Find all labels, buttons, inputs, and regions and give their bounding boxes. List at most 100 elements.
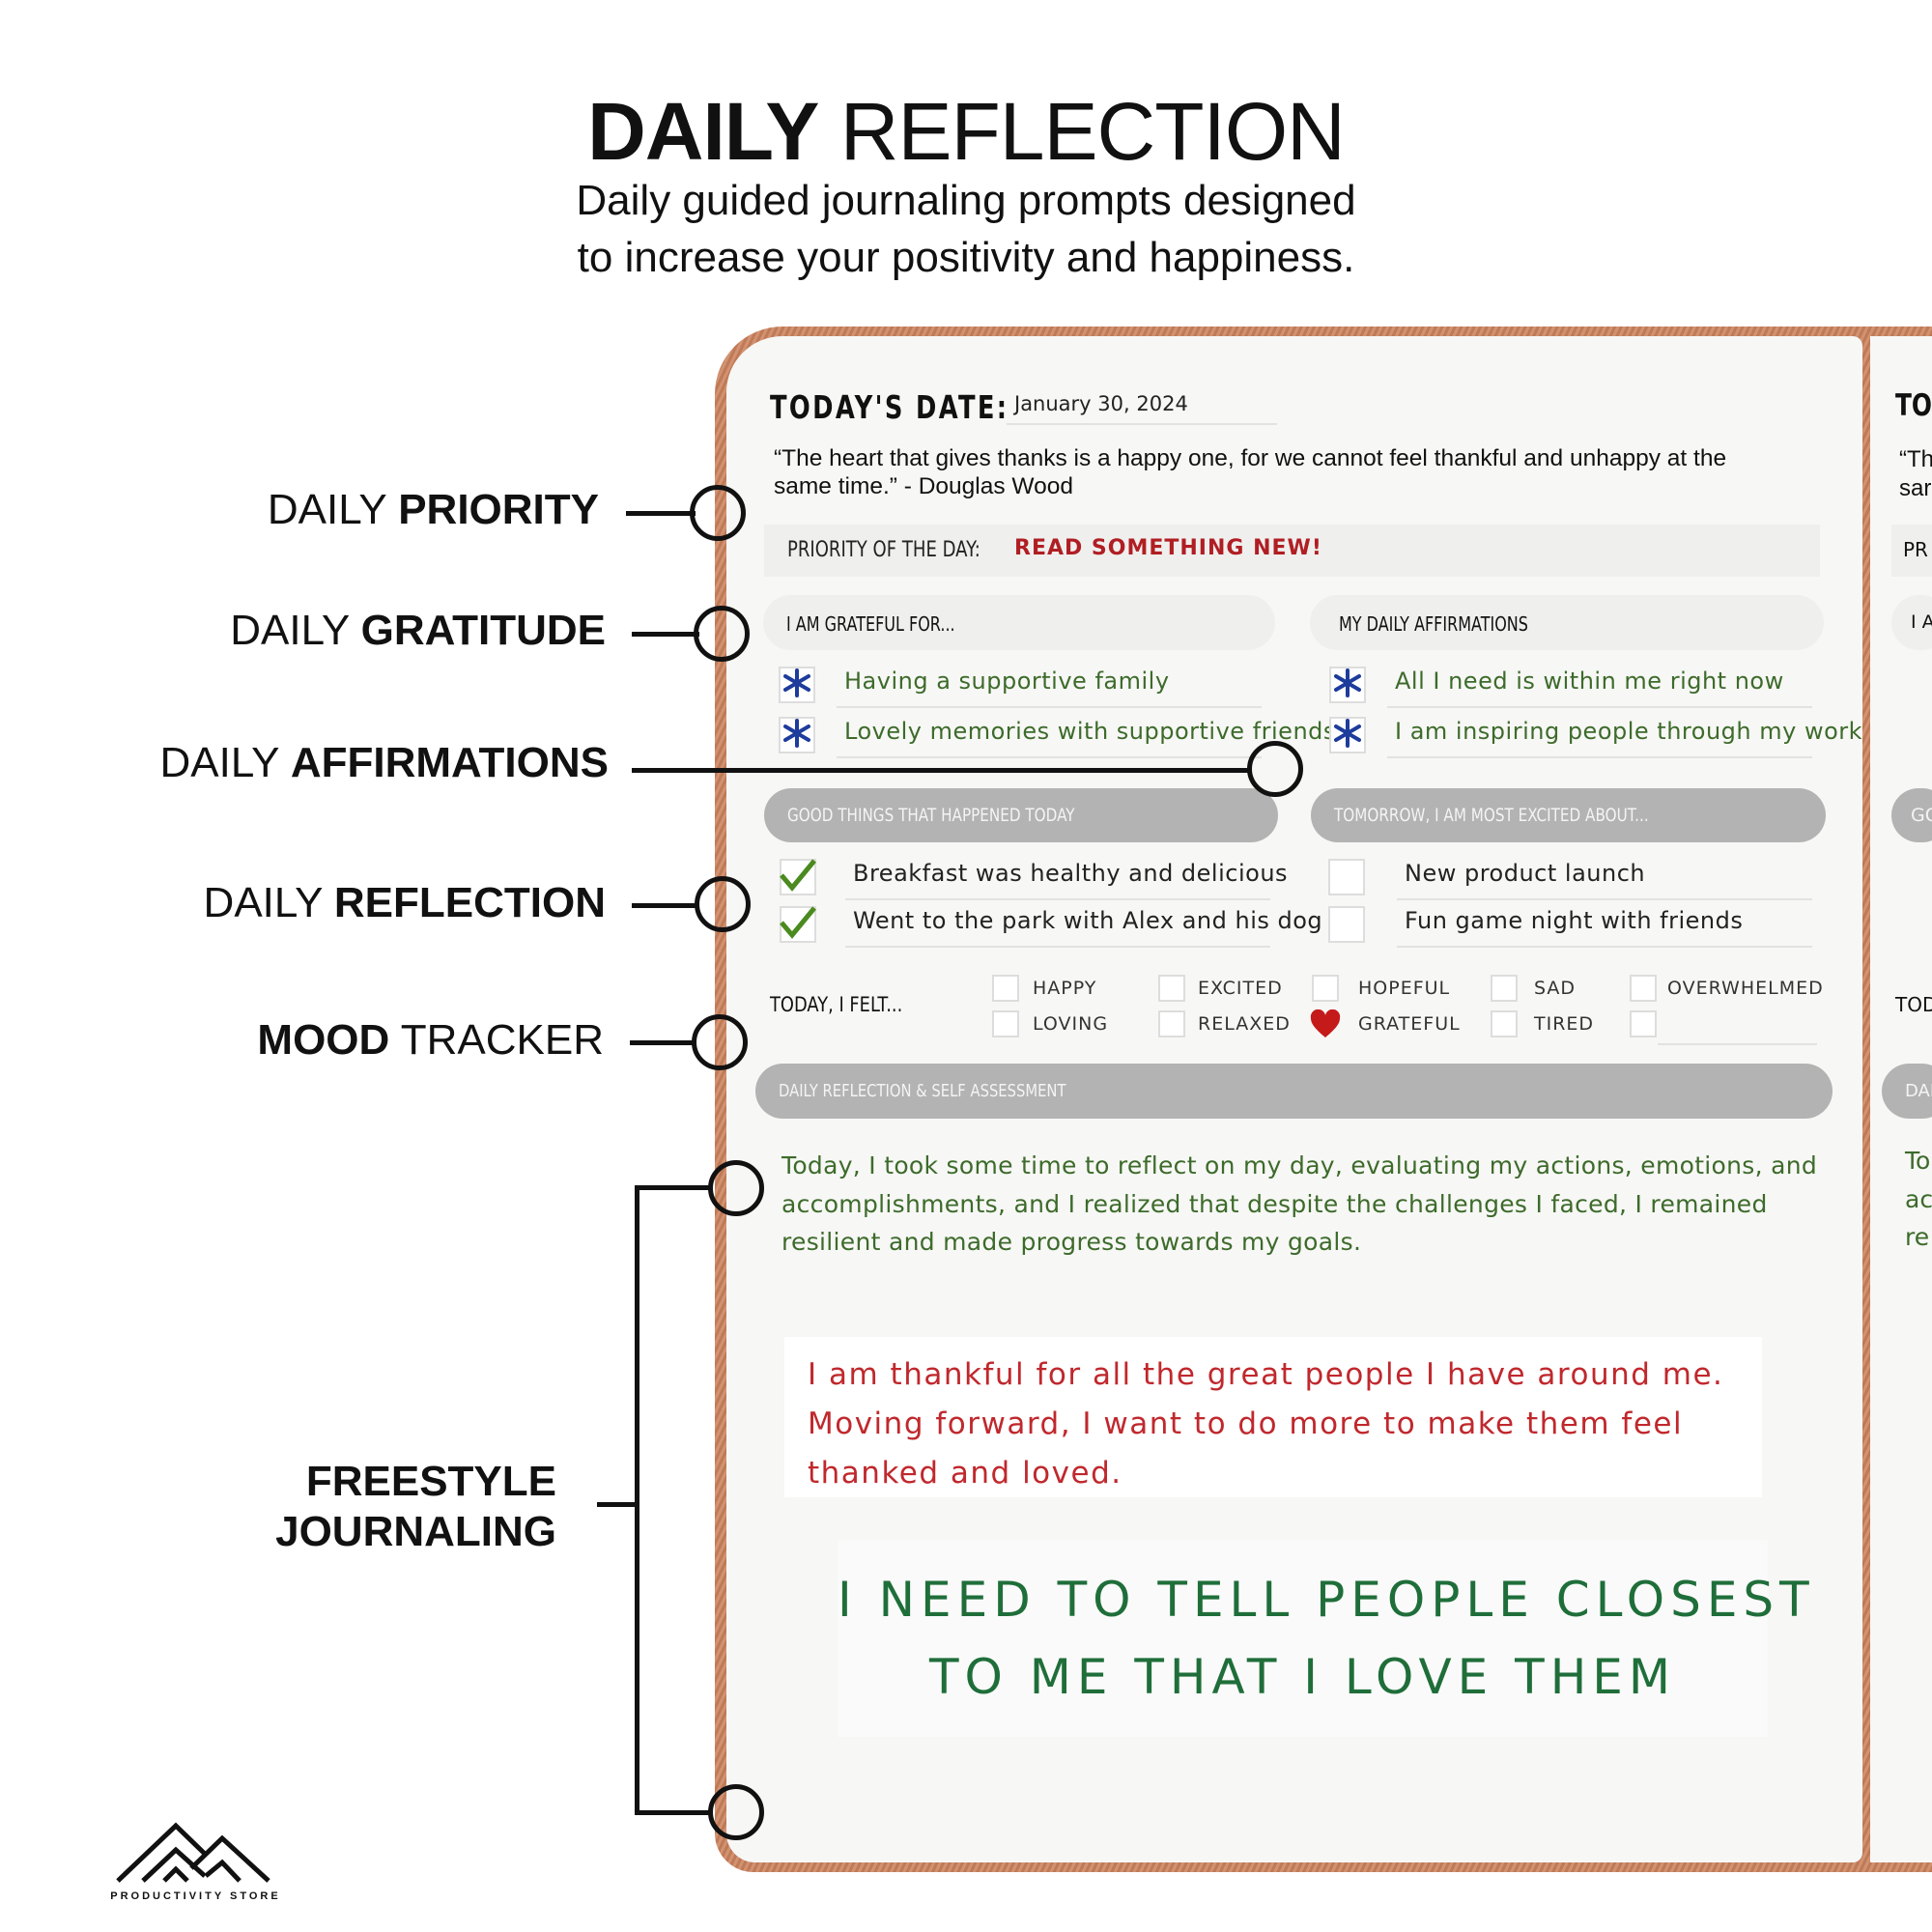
callout-line — [630, 1040, 696, 1045]
next-p2: ac — [1905, 1185, 1932, 1213]
reflection-line: resilient and made progress towards my g… — [781, 1228, 1362, 1256]
date-underline — [1007, 423, 1277, 425]
mood-checkbox[interactable] — [1491, 975, 1518, 1002]
mood-checkbox[interactable] — [1630, 1010, 1657, 1037]
next-grateful: I A — [1911, 611, 1932, 633]
callout-circle — [692, 1014, 748, 1070]
callout-daily-priority: DAILY PRIORITY — [267, 486, 599, 533]
mood-blank-line — [1658, 1043, 1817, 1045]
title-bold: DAILY — [587, 86, 819, 177]
callout-circle — [690, 485, 746, 541]
item-underline — [1397, 898, 1812, 900]
mood-checkbox[interactable] — [992, 1010, 1019, 1037]
callout-line — [632, 903, 699, 908]
callout-circle — [708, 1160, 764, 1216]
heart-icon[interactable] — [1310, 1009, 1341, 1038]
free-green-line: I NEED TO TELL PEOPLE CLOSEST — [838, 1572, 1815, 1628]
mood-option: HOPEFUL — [1358, 978, 1451, 999]
next-date-label: TO — [1895, 388, 1932, 423]
list-item-text[interactable]: New product launch — [1405, 860, 1646, 887]
check-icon — [779, 905, 817, 945]
affirm-header-label: MY DAILY AFFIRMATIONS — [1339, 612, 1528, 636]
mood-checkbox[interactable] — [1630, 975, 1657, 1002]
item-checkbox[interactable] — [779, 717, 815, 753]
reflection-line: accomplishments, and I realized that des… — [781, 1189, 1768, 1218]
next-priority-bar: PR — [1891, 525, 1932, 577]
list-item-text[interactable]: Breakfast was healthy and delicious — [853, 860, 1289, 887]
reflection-header: DAILY REFLECTION & SELF ASSESSMENT — [755, 1064, 1833, 1119]
tomorrow-header: TOMORROW, I AM MOST EXCITED ABOUT... — [1311, 788, 1826, 842]
item-checkbox[interactable] — [779, 905, 817, 945]
mood-option: RELAXED — [1198, 1013, 1291, 1035]
priority-label: PRIORITY OF THE DAY: — [787, 538, 980, 562]
next-p3: re — [1905, 1223, 1930, 1251]
priority-bar: PRIORITY OF THE DAY: READ SOMETHING NEW! — [764, 525, 1820, 577]
empty-checkbox[interactable] — [1328, 859, 1365, 895]
item-checkbox[interactable] — [779, 667, 815, 703]
item-underline — [1387, 756, 1812, 758]
reflection-header-label: DAILY REFLECTION & SELF ASSESSMENT — [779, 1081, 1066, 1101]
free-red-line: thanked and loved. — [808, 1456, 1122, 1491]
mood-option: EXCITED — [1198, 978, 1283, 999]
bracket-bottom — [635, 1810, 710, 1815]
item-underline — [1387, 706, 1812, 708]
callout-daily-gratitude: DAILY GRATITUDE — [230, 607, 606, 654]
affirm-header: MY DAILY AFFIRMATIONS — [1310, 595, 1824, 650]
mood-option: GRATEFUL — [1358, 1013, 1461, 1035]
asterisk-icon — [782, 718, 811, 753]
mood-option: TIRED — [1534, 1013, 1595, 1035]
asterisk-icon — [1333, 668, 1362, 702]
item-underline — [837, 756, 1262, 758]
grateful-header: I AM GRATEFUL FOR... — [763, 595, 1275, 650]
next-reflect: DAI — [1905, 1081, 1932, 1101]
quote-line1: “The heart that gives thanks is a happy … — [774, 445, 1727, 471]
list-item-text[interactable]: Lovely memories with supportive friends — [844, 718, 1336, 745]
callout-line — [632, 768, 1250, 773]
title-rest: REFLECTION — [839, 86, 1346, 177]
list-item-text[interactable]: All I need is within me right now — [1395, 668, 1784, 695]
callout-daily-reflection: DAILY REFLECTION — [203, 879, 606, 926]
mood-checkbox[interactable] — [1158, 975, 1185, 1002]
subtitle-line1: Daily guided journaling prompts designed — [576, 177, 1356, 224]
mood-option: SAD — [1534, 978, 1577, 999]
mood-checkbox[interactable] — [992, 975, 1019, 1002]
item-checkbox[interactable] — [1329, 717, 1366, 753]
empty-checkbox[interactable] — [1328, 906, 1365, 943]
tomorrow-header-label: TOMORROW, I AM MOST EXCITED ABOUT... — [1334, 805, 1649, 826]
next-mood: TOD — [1895, 993, 1932, 1016]
next-priority: PR — [1903, 538, 1928, 561]
date-label: TODAY'S DATE: — [770, 388, 1009, 426]
item-underline — [837, 706, 1262, 708]
free-red-line: Moving forward, I want to do more to mak… — [808, 1406, 1684, 1441]
good-header: GOOD THINGS THAT HAPPENED TODAY — [764, 788, 1278, 842]
list-item-text[interactable]: I am inspiring people through my work — [1395, 718, 1863, 745]
mood-option: HAPPY — [1033, 978, 1097, 999]
callout-circle — [694, 606, 750, 662]
asterisk-icon — [782, 668, 811, 702]
callout-line — [626, 511, 696, 516]
page-title: DAILY REFLECTION — [0, 85, 1932, 179]
next-good: GO — [1911, 805, 1932, 826]
list-item-text[interactable]: Fun game night with friends — [1405, 907, 1744, 934]
item-checkbox[interactable] — [1329, 667, 1366, 703]
free-note-red[interactable]: I am thankful for all the great people I… — [784, 1337, 1762, 1497]
next-grateful-pill: I A — [1891, 595, 1932, 650]
item-checkbox[interactable] — [779, 858, 817, 897]
bracket-vertical — [635, 1185, 639, 1815]
mood-checkbox[interactable] — [1312, 975, 1339, 1002]
callout-line — [632, 632, 699, 637]
callout-circle — [695, 876, 751, 932]
date-value[interactable]: January 30, 2024 — [1014, 392, 1188, 415]
check-icon — [779, 858, 817, 897]
list-item-text[interactable]: Having a supportive family — [844, 668, 1170, 695]
free-note-green[interactable]: I NEED TO TELL PEOPLE CLOSEST TO ME THAT… — [838, 1540, 1815, 1737]
reflection-line: Today, I took some time to reflect on my… — [781, 1151, 1818, 1179]
reflection-text[interactable]: Today, I took some time to reflect on my… — [781, 1147, 1817, 1262]
mood-checkbox[interactable] — [1158, 1010, 1185, 1037]
mood-checkbox[interactable] — [1491, 1010, 1518, 1037]
bracket-stem — [597, 1502, 639, 1507]
priority-value[interactable]: READ SOMETHING NEW! — [1014, 536, 1322, 560]
next-reflect-pill: DAI — [1882, 1064, 1932, 1119]
list-item-text[interactable]: Went to the park with Alex and his dog — [853, 907, 1323, 934]
